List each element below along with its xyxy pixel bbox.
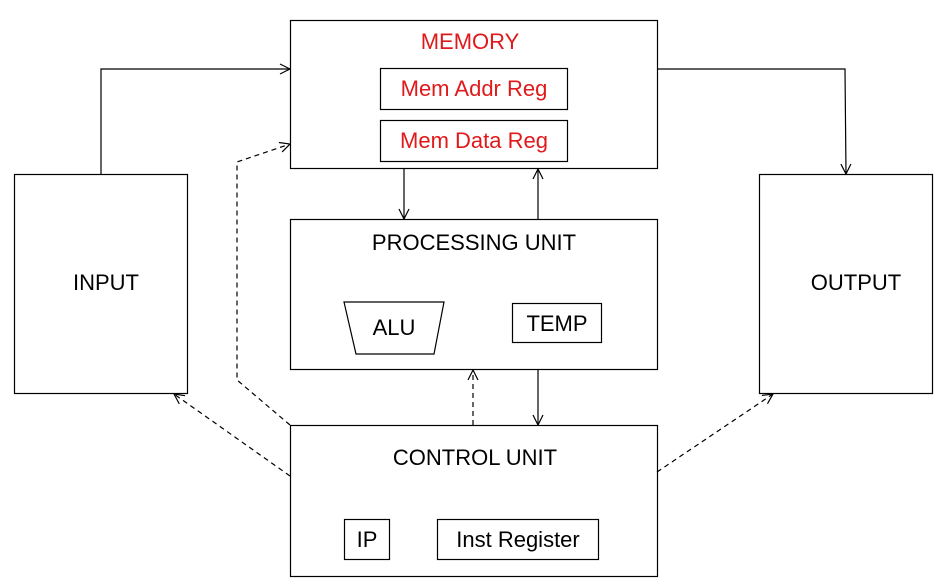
inst-register-label: Inst Register xyxy=(456,527,580,552)
data-flow-arrows xyxy=(100,68,846,425)
temp-box xyxy=(511,302,603,344)
mem-data-reg-label: Mem Data Reg xyxy=(400,128,548,153)
output-block: OUTPUT xyxy=(758,173,934,395)
control-signal-arrows xyxy=(174,144,773,477)
inst-register-box xyxy=(436,518,600,561)
output-box xyxy=(758,173,934,395)
input-box xyxy=(13,173,189,395)
arrow-memory-to-output xyxy=(657,68,846,174)
arrow-input-to-memory xyxy=(100,69,290,174)
alu-shape xyxy=(343,301,445,355)
processing-unit-title: PROCESSING UNIT xyxy=(372,230,576,255)
control-unit-title: CONTROL UNIT xyxy=(393,445,557,470)
alu-label: ALU xyxy=(373,315,416,340)
memory-title: MEMORY xyxy=(421,29,520,54)
ip-label: IP xyxy=(357,527,378,552)
mem-addr-reg-box xyxy=(379,67,569,111)
mem-data-reg-box xyxy=(379,119,569,163)
ip-box xyxy=(343,518,391,561)
processing-unit-box xyxy=(289,218,659,371)
processing-unit-block: PROCESSING UNIT ALU TEMP xyxy=(289,218,659,371)
temp-label: TEMP xyxy=(526,311,587,336)
output-label: OUTPUT xyxy=(811,270,901,295)
dashed-arrow-control-to-input xyxy=(174,394,291,477)
input-block: INPUT xyxy=(13,173,189,395)
input-label: INPUT xyxy=(73,270,139,295)
dashed-arrow-control-to-memory xyxy=(236,144,290,426)
dashed-arrow-control-to-output xyxy=(656,394,773,473)
mem-addr-reg-label: Mem Addr Reg xyxy=(401,76,548,101)
memory-block: MEMORY Mem Addr Reg Mem Data Reg xyxy=(289,19,659,170)
control-unit-block: CONTROL UNIT IP Inst Register xyxy=(289,424,659,578)
